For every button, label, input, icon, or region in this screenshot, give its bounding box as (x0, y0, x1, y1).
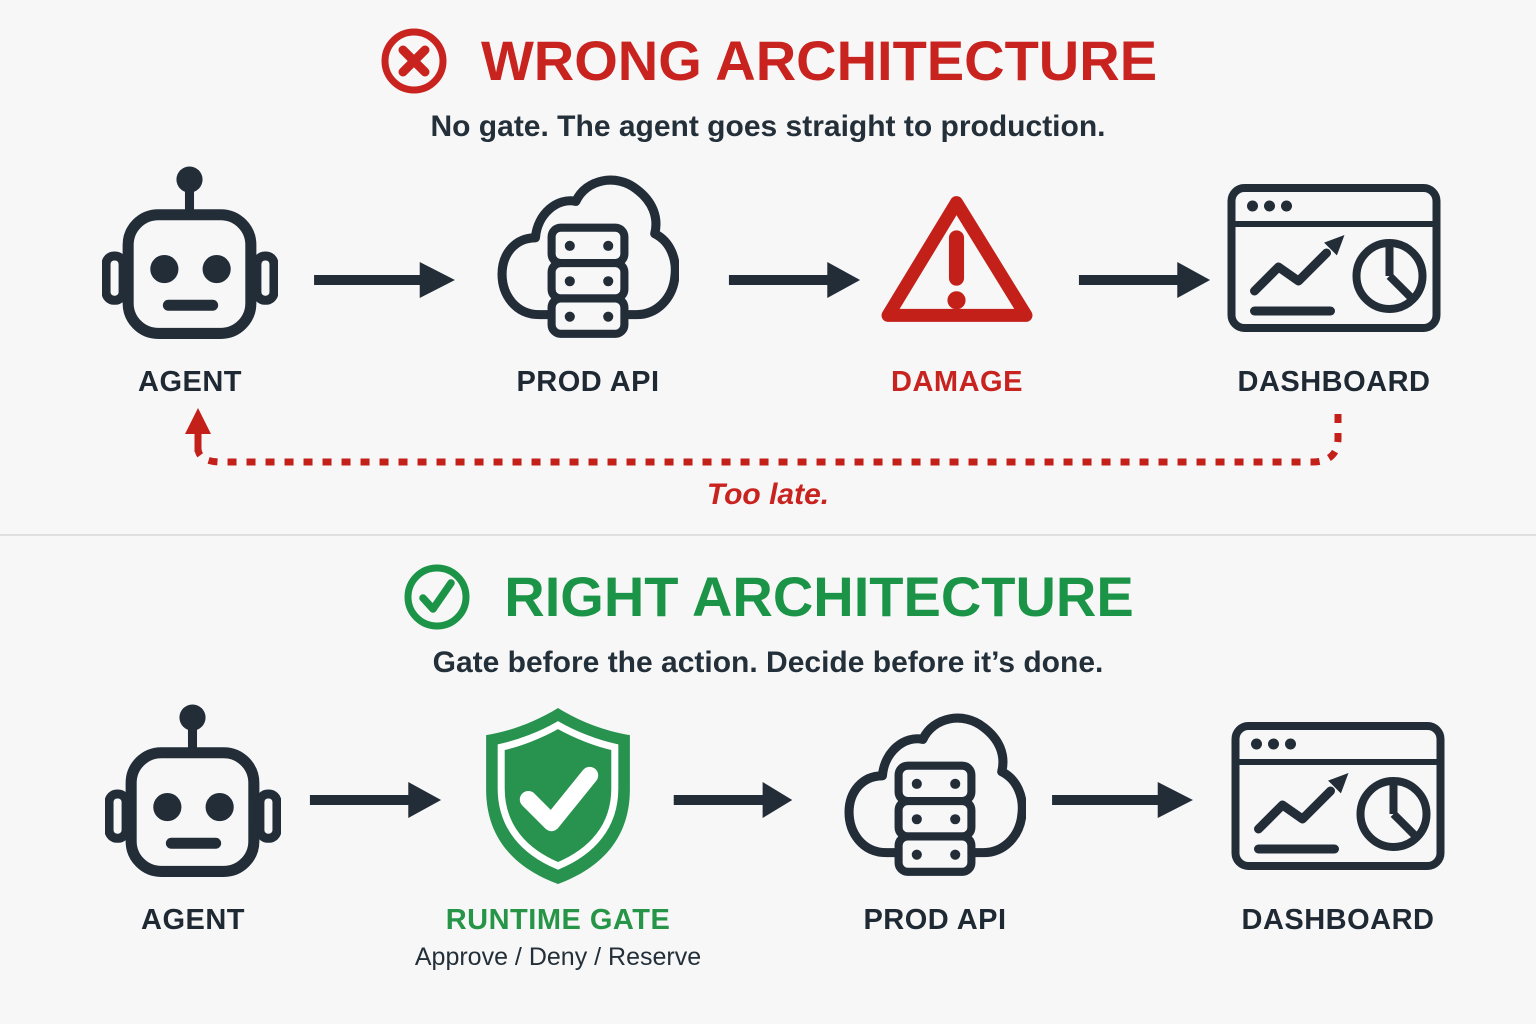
node-damage-label: DAMAGE (891, 366, 1023, 398)
flow-arrow-icon (1050, 778, 1195, 822)
flow-arrow-icon (727, 258, 862, 302)
wrong-header: WRONG ARCHITECTURE (0, 0, 1536, 100)
flow-arrow-icon (1077, 258, 1212, 302)
node-agent-label: AGENT (141, 904, 245, 936)
too-late-label: Too late. (706, 478, 830, 511)
dashboard-window-icon (1226, 158, 1442, 358)
dashboard-window-icon (1230, 696, 1446, 896)
node-damage: DAMAGE (807, 158, 1107, 399)
node-agent-label: AGENT (138, 366, 242, 398)
node-dashboard: DASHBOARD (1188, 696, 1488, 937)
node-runtime-gate: RUNTIME GATE Approve / Deny / Reserve (408, 696, 708, 972)
robot-icon (105, 696, 281, 896)
wrong-architecture-section: WRONG ARCHITECTURE No gate. The agent go… (0, 0, 1536, 511)
warning-triangle-icon (879, 158, 1035, 358)
flow-arrow-icon (672, 778, 794, 822)
node-dashboard-label: DASHBOARD (1241, 904, 1435, 936)
node-dashboard-label: DASHBOARD (1237, 366, 1431, 398)
node-agent: AGENT (43, 696, 343, 937)
node-runtime-gate-label: RUNTIME GATE (445, 904, 671, 936)
x-circle-icon (379, 26, 449, 96)
wrong-title: WRONG ARCHITECTURE (480, 29, 1158, 92)
node-prod-api-label: PROD API (516, 366, 660, 398)
right-title: RIGHT ARCHITECTURE (504, 565, 1134, 628)
node-prod-api: PROD API (438, 158, 738, 399)
feedback-dashed-arrow (168, 406, 1360, 478)
right-architecture-section: RIGHT ARCHITECTURE Gate before the actio… (0, 536, 1536, 1024)
right-subtitle: Gate before the action. Decide before it… (432, 646, 1104, 679)
cloud-server-icon (844, 696, 1026, 896)
robot-icon (102, 158, 278, 358)
cloud-server-icon (497, 158, 679, 358)
wrong-subtitle: No gate. The agent goes straight to prod… (430, 110, 1106, 143)
flow-arrow-icon (308, 778, 443, 822)
section-divider (0, 534, 1536, 536)
node-runtime-gate-sublabel: Approve / Deny / Reserve (414, 943, 702, 971)
node-agent: AGENT (40, 158, 340, 399)
node-prod-api-label: PROD API (863, 904, 1007, 936)
flow-arrow-icon (312, 258, 457, 302)
node-prod-api: PROD API (785, 696, 1085, 937)
right-header: RIGHT ARCHITECTURE (0, 536, 1536, 636)
shield-check-icon (474, 696, 642, 896)
node-dashboard: DASHBOARD (1184, 158, 1484, 399)
check-circle-icon (402, 562, 472, 632)
